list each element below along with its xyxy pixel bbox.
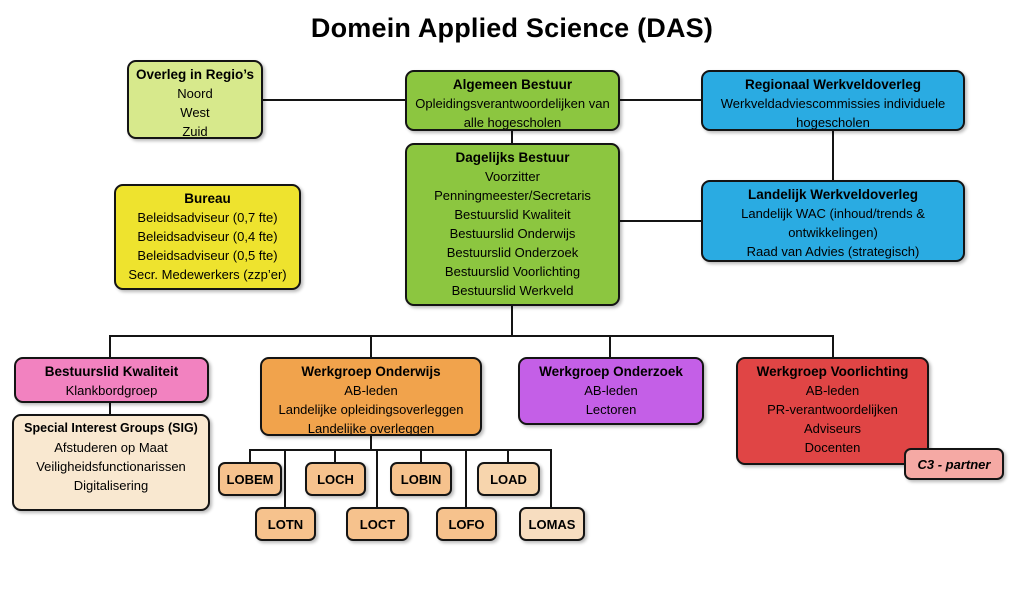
node-line: Raad van Advies (strategisch) <box>746 244 920 259</box>
node-line: Afstuderen op Maat <box>54 440 168 455</box>
node-title: LOAD <box>490 471 527 487</box>
node-lotn: LOTN <box>255 507 316 541</box>
connector-regionaal-landelijk <box>832 129 834 182</box>
node-line: Penningmeester/Secretaris <box>434 188 591 203</box>
connector-overleg-algemeen <box>261 99 407 101</box>
node-title: LOFO <box>448 516 485 532</box>
node-line: West <box>180 105 210 120</box>
node-werkgroep-onderzoek: Werkgroep Onderzoek AB-leden Lectoren <box>518 357 704 425</box>
connector-drop-loct <box>376 449 378 509</box>
node-line: Bestuurslid Werkveld <box>451 283 574 298</box>
node-title: Werkgroep Onderwijs <box>301 364 441 379</box>
connector-drop-loch <box>334 449 336 464</box>
node-line: AB-leden <box>344 383 398 398</box>
node-line: Landelijke overleggen <box>307 421 435 436</box>
node-landelijk-werkveldoverleg: Landelijk Werkveldoverleg Landelijk WAC … <box>701 180 965 262</box>
node-overleg-in-regios: Overleg in Regio’s Noord West Zuid <box>127 60 263 139</box>
connector-kwaliteit-sig <box>109 401 111 416</box>
node-line: Secr. Medewerkers (zzp’er) <box>128 267 287 282</box>
node-title: Bestuurslid Kwaliteit <box>44 364 179 379</box>
node-algemeen-bestuur: Algemeen Bestuur Opleidingsverantwoordel… <box>405 70 620 131</box>
node-line: Adviseurs <box>803 421 862 436</box>
node-lobem: LOBEM <box>218 462 282 496</box>
node-line: Beleidsadviseur (0,7 fte) <box>137 210 278 225</box>
node-loct: LOCT <box>346 507 409 541</box>
node-line: Zuid <box>182 124 208 139</box>
node-title: Werkgroep Onderzoek <box>539 364 683 379</box>
node-line: AB-leden <box>584 383 638 398</box>
node-line: Landelijk WAC (inhoud/trends & ontwikkel… <box>741 206 925 240</box>
node-title: LOCH <box>317 471 354 487</box>
node-load: LOAD <box>477 462 540 496</box>
node-line: Beleidsadviseur (0,5 fte) <box>137 248 278 263</box>
connector-drop-lobin <box>420 449 422 464</box>
node-regionaal-werkveldoverleg: Regionaal Werkveldoverleg Werkveldadvies… <box>701 70 965 131</box>
node-line: Bestuurslid Kwaliteit <box>454 207 571 222</box>
connector-dagelijks-landelijk <box>618 220 702 222</box>
connector-drop-lotn <box>284 449 286 509</box>
node-special-interest-groups: Special Interest Groups (SIG) Afstuderen… <box>12 414 210 511</box>
node-lofo: LOFO <box>436 507 497 541</box>
node-title: C3 - partner <box>917 456 991 472</box>
node-title: Algemeen Bestuur <box>452 77 573 92</box>
node-line: Digitalisering <box>73 478 149 493</box>
node-werkgroep-voorlichting: Werkgroep Voorlichting AB-leden PR-veran… <box>736 357 929 465</box>
connector-drop-werkgroep-voorlichting <box>832 335 834 359</box>
node-line: Voorzitter <box>485 169 540 184</box>
page-title: Domein Applied Science (DAS) <box>310 13 714 43</box>
node-bureau: Bureau Beleidsadviseur (0,7 fte) Beleids… <box>114 184 301 290</box>
connector-drop-werkgroep-onderwijs <box>370 335 372 359</box>
node-line: Klankbordgroep <box>65 383 158 398</box>
node-bestuurslid-kwaliteit: Bestuurslid Kwaliteit Klankbordgroep <box>14 357 209 403</box>
node-title: Werkgroep Voorlichting <box>756 364 909 379</box>
connector-lo-spine <box>249 449 552 451</box>
node-line: Beleidsadviseur (0,4 fte) <box>137 229 278 244</box>
node-title: Bureau <box>184 191 231 206</box>
node-line: Opleidingsverantwoordelijken van alle ho… <box>415 96 610 130</box>
node-dagelijks-bestuur: Dagelijks Bestuur Voorzitter Penningmees… <box>405 143 620 306</box>
connector-dagelijks-stem <box>511 304 513 337</box>
node-line: AB-leden <box>805 383 860 398</box>
node-title: Dagelijks Bestuur <box>455 150 570 165</box>
node-title: LOBEM <box>226 471 274 487</box>
node-title: Landelijk Werkveldoverleg <box>747 187 919 202</box>
node-title: Special Interest Groups (SIG) <box>24 421 198 435</box>
connector-algemeen-dagelijks <box>511 129 513 145</box>
node-line: Bestuurslid Voorlichting <box>444 264 581 279</box>
connector-drop-lobem <box>249 449 251 464</box>
node-title: Overleg in Regio’s <box>135 67 255 82</box>
node-line: Bestuurslid Onderzoek <box>446 245 579 260</box>
node-line: Lectoren <box>585 402 637 417</box>
node-line: Docenten <box>804 440 861 455</box>
node-title: LOTN <box>267 516 304 532</box>
node-line: Bestuurslid Onderwijs <box>449 226 576 241</box>
node-werkgroep-onderwijs: Werkgroep Onderwijs AB-leden Landelijke … <box>260 357 482 436</box>
node-c3-partner: C3 - partner <box>904 448 1004 480</box>
node-line: PR-verantwoordelijken <box>767 402 898 417</box>
node-title: LOMAS <box>528 516 576 532</box>
connector-drop-load <box>507 449 509 464</box>
connector-bottom-spine <box>109 335 834 337</box>
node-title: Regionaal Werkveldoverleg <box>744 77 922 92</box>
node-line: Veiligheidsfunctionarissen <box>36 459 186 474</box>
connector-onderwijs-stem <box>370 434 372 451</box>
node-line: Werkveldadviescommissies individuele hog… <box>720 96 946 130</box>
connector-drop-lofo <box>465 449 467 509</box>
node-loch: LOCH <box>305 462 366 496</box>
node-title: LOCT <box>359 516 396 532</box>
node-line: Noord <box>177 86 213 101</box>
connector-drop-bestuurslid-kwaliteit <box>109 335 111 359</box>
node-lomas: LOMAS <box>519 507 585 541</box>
connector-drop-lomas <box>550 449 552 509</box>
node-title: LOBIN <box>400 471 442 487</box>
connector-drop-werkgroep-onderzoek <box>609 335 611 359</box>
connector-algemeen-regionaal <box>618 99 702 101</box>
node-lobin: LOBIN <box>390 462 452 496</box>
node-line: Landelijke opleidingsoverleggen <box>278 402 464 417</box>
